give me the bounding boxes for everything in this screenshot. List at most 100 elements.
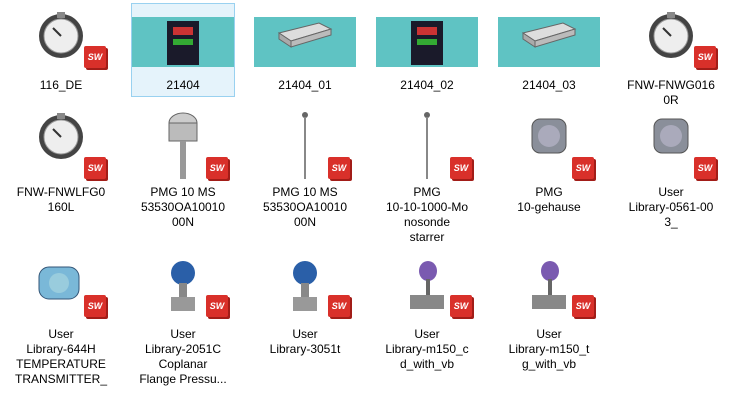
transmitter-icon: [33, 259, 89, 312]
file-label-line: Library-m150_c: [385, 342, 469, 356]
file-label: 21404_03: [498, 78, 600, 93]
probe-rod-icon: [421, 111, 433, 184]
valve-transmitter-icon: [402, 259, 452, 322]
file-label-line: 10-gehause: [517, 200, 581, 214]
probe-rod-icon: [299, 111, 311, 184]
file-label-line: User: [414, 327, 440, 341]
file-label-line: 21404_01: [278, 78, 332, 92]
solidworks-badge-icon: SW: [450, 157, 472, 179]
file-label-line: PMG: [535, 185, 563, 199]
file-thumbnail: SW: [132, 111, 234, 185]
valve-transmitter-icon: [524, 259, 574, 322]
gauge-icon: [37, 10, 85, 65]
solidworks-badge-icon: SW: [328, 295, 350, 317]
file-label-line: Library-m150_t: [508, 342, 590, 356]
file-label: 21404_02: [376, 78, 478, 93]
file-thumbnail: SW: [376, 111, 478, 185]
file-label-line: User: [48, 327, 74, 341]
file-label-line: Library-2051C: [144, 342, 222, 356]
controller-box-icon: [407, 19, 447, 70]
solidworks-badge-icon: SW: [572, 295, 594, 317]
solidworks-badge-icon: SW: [328, 157, 350, 179]
pressure-transmitter-icon: [163, 259, 203, 322]
file-label-line: PMG 10 MS: [272, 185, 338, 199]
solidworks-badge-icon: SW: [206, 157, 228, 179]
solidworks-badge-icon: SW: [84, 46, 106, 68]
file-label-line: 21404_02: [400, 78, 454, 92]
file-thumbnail: SW: [498, 253, 600, 327]
file-label-line: PMG: [413, 185, 441, 199]
file-label-line: nosonde: [403, 215, 451, 229]
file-label-line: TEMPERATURE: [16, 357, 106, 371]
file-thumbnail: [498, 4, 600, 78]
solidworks-badge-icon: SW: [84, 295, 106, 317]
file-label-line: FNW-FNWG016: [627, 78, 715, 92]
file-label-line: 21404_03: [522, 78, 576, 92]
pressure-transmitter-icon: [285, 259, 325, 322]
file-label-line: Flange Pressu...: [139, 372, 227, 386]
file-label-line: Library-644H: [26, 342, 96, 356]
file-item[interactable]: 21404_03: [497, 3, 601, 97]
file-label-line: Library-0561-00: [628, 200, 714, 214]
gauge-icon: [37, 111, 85, 166]
file-thumbnail: SW: [498, 111, 600, 185]
file-thumbnail: SW: [10, 253, 112, 327]
file-label-line: starrer: [409, 230, 445, 244]
file-thumbnail: SW: [10, 111, 112, 185]
file-label-line: 10-10-1000-Mo: [385, 200, 469, 214]
file-label-line: 21404: [166, 78, 200, 92]
load-cell-icon: [519, 19, 579, 52]
file-label-line: 53530OA10010: [140, 200, 226, 214]
file-label-line: 116_DE: [39, 78, 83, 92]
solidworks-badge-icon: SW: [450, 295, 472, 317]
file-label-line: 0R: [663, 93, 679, 107]
file-label: 21404: [132, 78, 234, 93]
gauge-icon: [647, 10, 695, 65]
file-thumbnail: [132, 4, 234, 78]
file-thumbnail: SW: [10, 4, 112, 78]
file-thumbnail: [376, 4, 478, 78]
file-thumbnail: SW: [620, 111, 722, 185]
file-item[interactable]: 21404_02: [375, 3, 479, 97]
solidworks-badge-icon: SW: [206, 295, 228, 317]
file-item[interactable]: 21404_01: [253, 3, 357, 97]
load-cell-icon: [275, 19, 335, 52]
file-item[interactable]: 21404: [131, 3, 235, 97]
controller-box-icon: [163, 19, 203, 70]
file-label-line: User: [292, 327, 318, 341]
solidworks-badge-icon: SW: [572, 157, 594, 179]
file-thumbnail: SW: [132, 253, 234, 327]
file-label-line: User: [536, 327, 562, 341]
file-label: 116_DE: [10, 78, 112, 93]
file-label-line: Coplanar: [158, 357, 208, 371]
file-label: 21404_01: [254, 78, 356, 93]
level-sensor-icon: [163, 111, 203, 184]
file-label-line: 00N: [293, 215, 316, 229]
file-label-line: 160L: [47, 200, 75, 214]
file-label-line: FNW-FNWLFG0: [16, 185, 106, 199]
